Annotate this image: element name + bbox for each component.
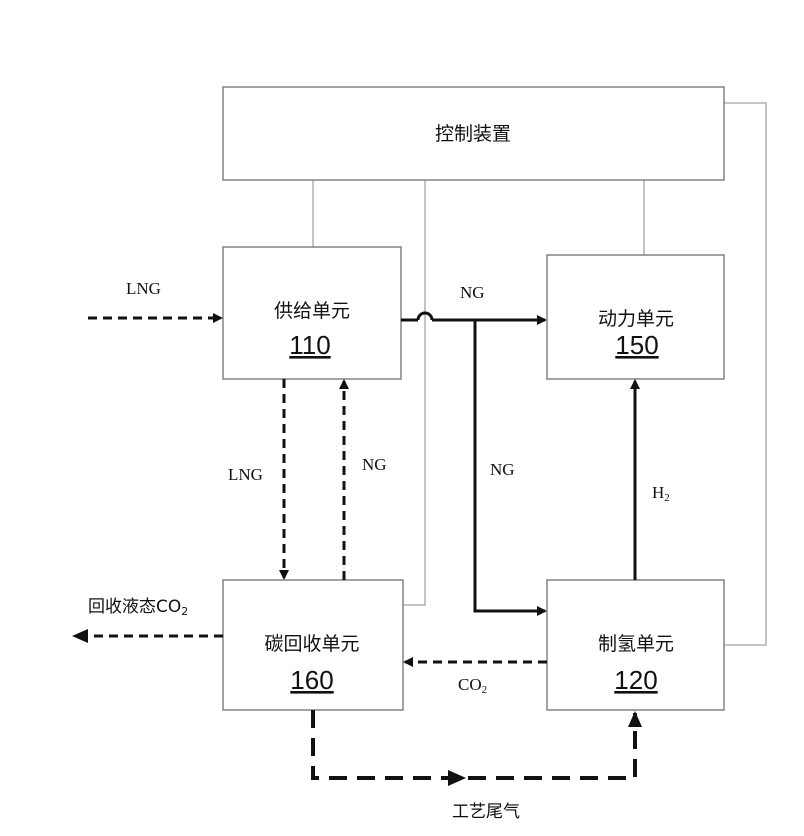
tail-gas-line-right: [468, 713, 635, 778]
hydrogen-unit-label: 制氢单元: [598, 633, 674, 655]
control-device-label: 控制装置: [435, 123, 511, 145]
lng-down-label: LNG: [228, 465, 263, 484]
power-unit-label: 动力单元: [598, 308, 674, 330]
hydrogen-unit-id: 120: [614, 665, 657, 695]
ng-mid-label: NG: [490, 460, 515, 479]
tail-gas-mid-arrowhead: [448, 770, 466, 786]
lng-inlet-label: LNG: [126, 279, 161, 298]
carbon-recovery-unit-label: 碳回收单元: [264, 633, 359, 655]
supply-unit-id: 110: [289, 330, 330, 360]
control-line-hydrogen: [724, 103, 766, 645]
tail-gas-line-left: [313, 710, 468, 778]
ng-top-label: NG: [460, 283, 485, 302]
co2-label: CO2: [458, 675, 487, 696]
tail-gas-label: 工艺尾气: [452, 802, 520, 822]
carbon-recovery-unit-id: 160: [290, 665, 333, 695]
supply-unit-label: 供给单元: [274, 300, 350, 322]
power-unit-id: 150: [615, 330, 658, 360]
co2-outlet-label: 回收液态CO2: [88, 597, 188, 618]
h2-label: H2: [652, 483, 670, 504]
control-line-carbon: [403, 180, 425, 605]
ng-up-label: NG: [362, 455, 387, 474]
